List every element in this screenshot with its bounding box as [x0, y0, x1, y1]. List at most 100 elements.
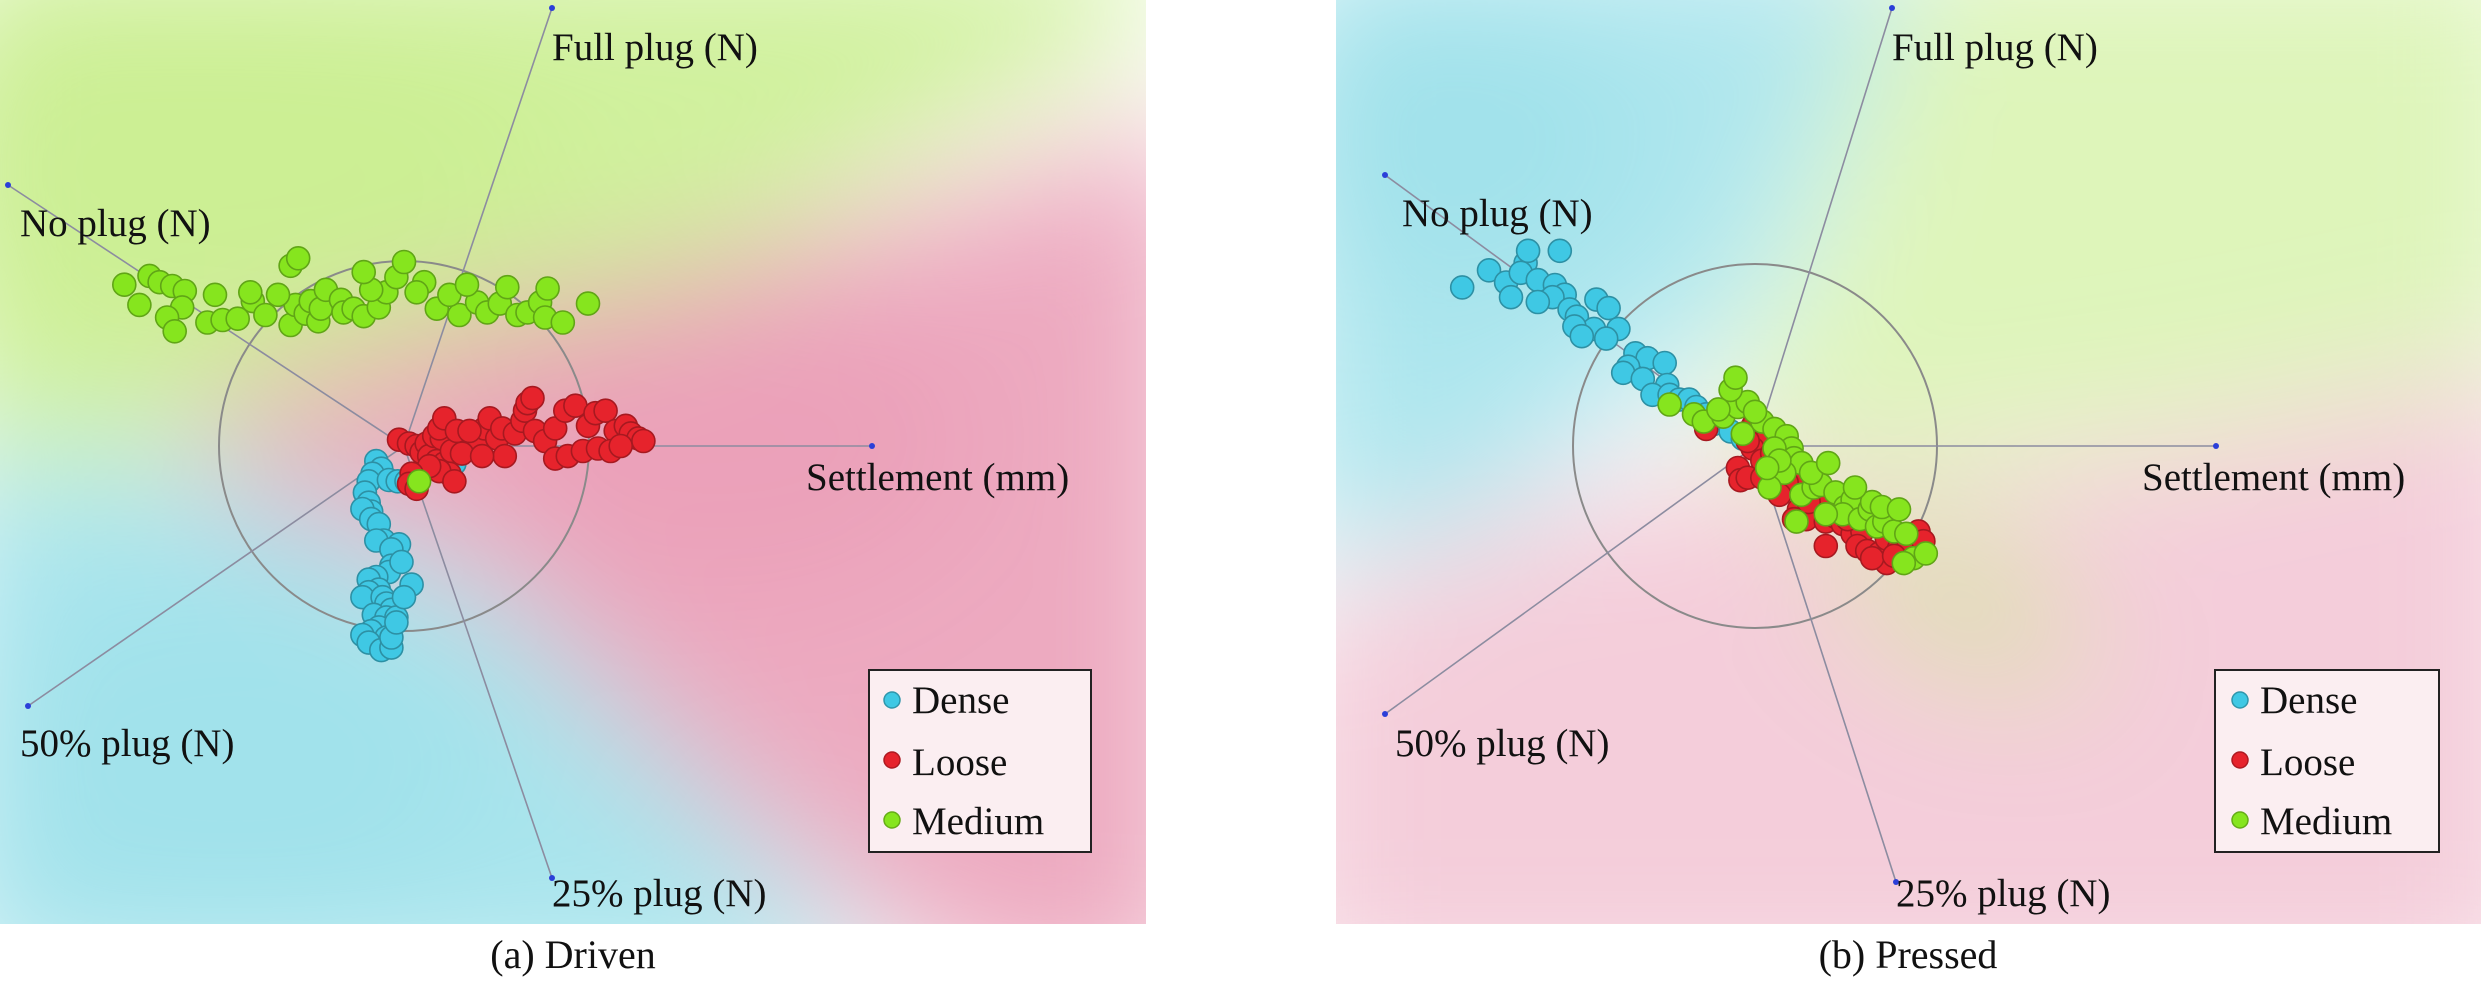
point-dense	[1547, 238, 1573, 264]
anchor-point-no-plug-n	[5, 182, 11, 188]
anchor-point-25-plug-n	[1893, 879, 1899, 885]
anchor-axis-full-plug-n	[403, 7, 553, 447]
point-dense	[1569, 323, 1595, 349]
panel-driven: Full plug (N) Settlement (mm) 25% plug (…	[0, 0, 1146, 977]
anchor-label-no-plug: No plug (N)	[20, 202, 211, 245]
caption-pressed: (b) Pressed	[1819, 932, 1998, 977]
point-medium	[162, 318, 187, 344]
point-medium	[550, 310, 576, 335]
anchor-label-settlement: Settlement (mm)	[2142, 456, 2405, 499]
point-medium	[1886, 497, 1912, 522]
point-medium	[406, 468, 432, 494]
loose-region	[1336, 372, 2481, 924]
point-loose	[449, 441, 475, 466]
legend-marker-loose	[883, 751, 901, 769]
point-medium	[351, 259, 377, 285]
point-dense	[1596, 295, 1621, 321]
legend-marker-dense	[883, 691, 901, 709]
point-loose	[593, 398, 618, 424]
point-loose	[457, 418, 482, 444]
point-medium	[404, 279, 429, 305]
point-dense	[1476, 257, 1502, 283]
point-dense	[1593, 326, 1619, 351]
legend-marker-loose	[2231, 751, 2249, 769]
point-medium	[1730, 421, 1756, 447]
anchor-label-full-plug: Full plug (N)	[552, 26, 758, 69]
point-loose	[1813, 533, 1839, 559]
legend-label-loose: Loose	[912, 741, 1007, 784]
point-medium	[1891, 550, 1917, 576]
legend-marker-medium	[2231, 811, 2249, 829]
legend-label-dense: Dense	[2260, 679, 2357, 722]
point-dense	[1652, 350, 1677, 376]
point-medium	[535, 276, 560, 301]
anchor-label-50-plug: 50% plug (N)	[1395, 722, 1609, 765]
point-dense	[391, 584, 417, 610]
legend-marker-dense	[2231, 691, 2249, 709]
anchor-point-full-plug-n	[1889, 5, 1895, 11]
anchor-axis-50-plug-n	[1384, 445, 1756, 715]
anchor-point-50-plug-n	[25, 703, 31, 709]
anchor-label-25-plug: 25% plug (N)	[1896, 872, 2110, 915]
anchor-label-50-plug: 50% plug (N)	[20, 722, 234, 765]
anchor-axis-25-plug-n	[403, 445, 553, 879]
point-loose	[442, 468, 467, 494]
point-medium	[238, 279, 263, 305]
point-medium	[112, 272, 137, 298]
point-loose	[608, 433, 634, 459]
panel-pressed: Full plug (N) Settlement (mm) 25% plug (…	[1336, 0, 2481, 977]
point-dense	[1525, 289, 1551, 315]
point-dense	[389, 549, 414, 575]
point-medium	[202, 282, 228, 308]
anchor-point-50-plug-n	[1382, 711, 1388, 717]
legend-label-medium: Medium	[912, 800, 1044, 843]
legend-marker-medium	[883, 811, 901, 829]
points-loose	[386, 385, 656, 502]
anchor-point-settlement-mm	[869, 443, 875, 449]
point-medium	[1754, 455, 1780, 481]
caption-driven: (a) Driven	[490, 932, 655, 977]
legend-label-medium: Medium	[2260, 800, 2392, 843]
point-dense	[1515, 238, 1541, 264]
anchor-point-full-plug-n	[549, 5, 555, 11]
point-medium	[1913, 541, 1939, 566]
medium-region	[1700, 0, 2481, 470]
legend: Dense Loose Medium	[2214, 669, 2440, 853]
anchor-axis-full-plug-n	[1754, 7, 1893, 447]
points-medium	[1657, 365, 1939, 576]
point-medium	[285, 245, 311, 271]
point-dense	[384, 610, 409, 635]
points-medium	[112, 245, 601, 494]
legend-box	[2214, 669, 2440, 853]
anchor-label-settlement: Settlement (mm)	[806, 456, 1069, 499]
anchor-point-25-plug-n	[549, 875, 555, 881]
anchor-point-no-plug-n	[1382, 172, 1388, 178]
point-medium	[1815, 450, 1841, 476]
point-medium	[1894, 521, 1919, 547]
legend: Dense Loose Medium	[868, 669, 1092, 853]
point-loose	[1859, 545, 1885, 571]
point-loose	[469, 443, 495, 469]
anchor-label-full-plug: Full plug (N)	[1892, 26, 2098, 69]
legend-label-dense: Dense	[912, 679, 1009, 722]
point-loose	[631, 428, 656, 454]
point-medium	[1706, 397, 1731, 422]
point-medium	[225, 306, 250, 332]
legend-label-loose: Loose	[2260, 741, 2355, 784]
point-medium	[1813, 501, 1839, 527]
anchor-point-settlement-mm	[2213, 443, 2219, 449]
point-medium	[253, 302, 278, 328]
legend-box	[868, 669, 1092, 853]
point-medium	[1842, 475, 1868, 500]
point-dense	[1449, 275, 1475, 300]
point-medium	[265, 282, 291, 308]
point-medium	[127, 292, 152, 318]
point-medium	[454, 272, 480, 298]
point-loose	[492, 443, 518, 469]
point-medium	[1742, 399, 1768, 425]
anchor-label-no-plug: No plug (N)	[1402, 192, 1593, 235]
point-medium	[391, 249, 417, 275]
anchor-axis-50-plug-n	[27, 445, 405, 707]
point-loose	[520, 385, 545, 411]
